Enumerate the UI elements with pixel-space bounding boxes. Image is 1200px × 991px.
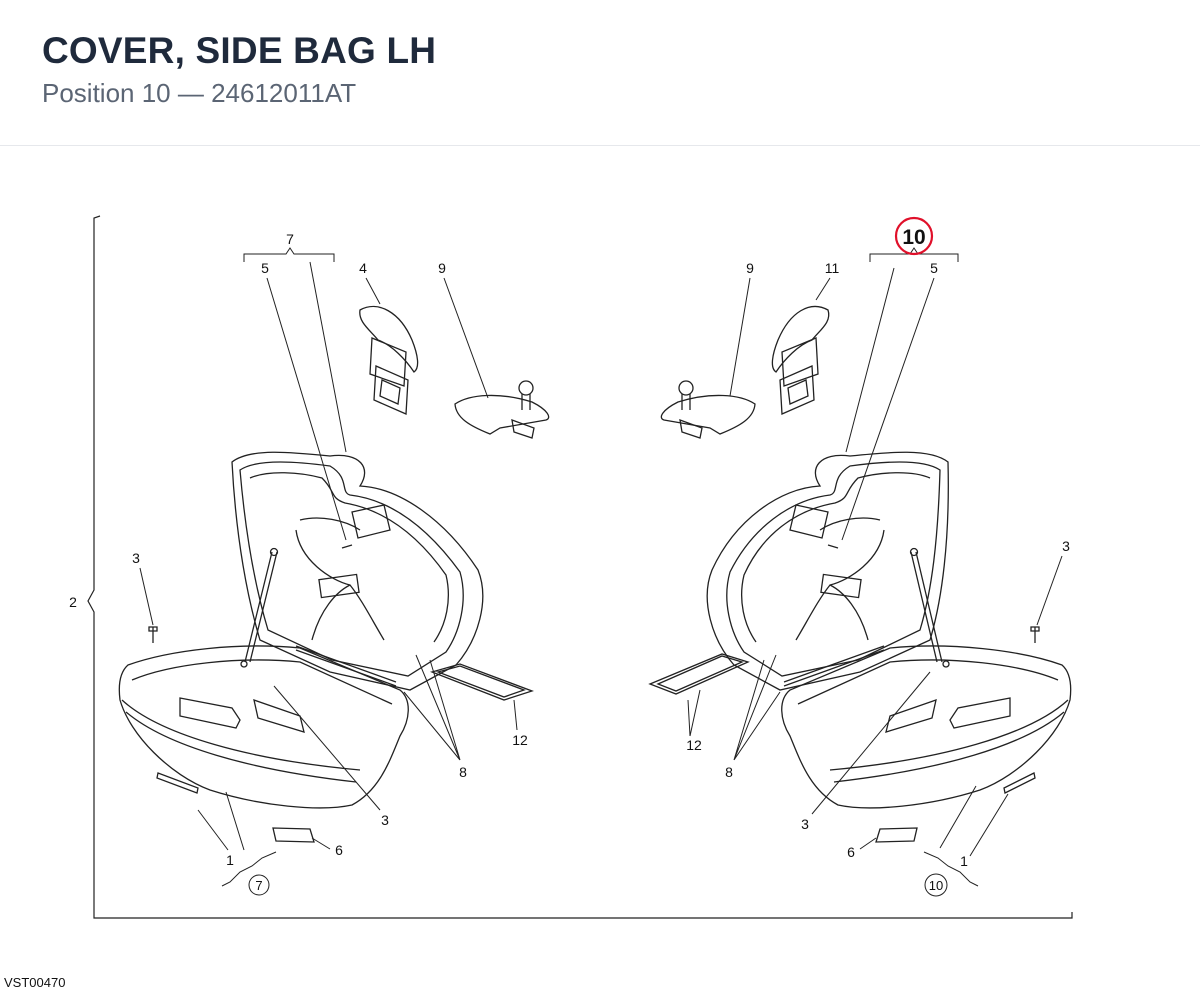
callout-right-5[interactable]: 5 xyxy=(930,260,938,276)
right-base-handle xyxy=(949,697,1011,729)
right-lid-latch-plate xyxy=(820,573,862,599)
callout-right-8[interactable]: 8 xyxy=(725,764,733,780)
left-group7-bracket xyxy=(243,247,335,262)
left-strut-a xyxy=(244,551,278,663)
right-base-pivot xyxy=(942,660,950,668)
callout-2[interactable]: 2 xyxy=(69,594,77,610)
page-header: COVER, SIDE BAG LH Position 10 — 2461201… xyxy=(0,0,1200,146)
callout-right-11[interactable]: 11 xyxy=(825,260,840,276)
right-screw xyxy=(1030,626,1040,643)
right-strut-a xyxy=(910,551,943,663)
right-lid-screw xyxy=(827,544,839,549)
left-lid-gasket xyxy=(249,472,449,643)
left-callouts: 7 5 4 9 3 3 8 12 1 6 xyxy=(132,231,528,868)
right-lid-gasket xyxy=(741,472,931,643)
callout-left-3-inner[interactable]: 3 xyxy=(381,812,389,828)
left-lid-box xyxy=(351,504,391,539)
callout-left-6[interactable]: 6 xyxy=(335,842,343,858)
left-strut-pivot xyxy=(269,547,279,557)
right-base-pad xyxy=(885,699,937,733)
callout-left-5[interactable]: 5 xyxy=(261,260,269,276)
right-base-belt xyxy=(829,699,1069,783)
left-base-outline xyxy=(118,645,409,809)
callout-left-7-circle[interactable] xyxy=(248,874,270,896)
right-callouts: 9 11 5 3 3 8 12 1 6 xyxy=(686,260,1070,869)
right-lid-box xyxy=(789,504,829,539)
left-plate-6 xyxy=(272,827,315,843)
right-lid-outline xyxy=(706,451,949,691)
callout-right-1[interactable]: 1 xyxy=(960,853,968,869)
callout-left-9[interactable]: 9 xyxy=(438,260,446,276)
callout-left-12[interactable]: 12 xyxy=(512,732,528,748)
left-decal xyxy=(156,772,199,794)
right-side-bag xyxy=(648,305,1072,843)
left-base-pivot xyxy=(240,660,248,668)
left-latch-4 xyxy=(359,305,419,373)
right-latch-11 xyxy=(771,305,830,373)
left-base-rim xyxy=(131,659,393,705)
left-lid-screw xyxy=(341,544,353,549)
right-base-rim xyxy=(797,659,1059,705)
right-strip-12 xyxy=(648,653,750,695)
left-screw xyxy=(148,626,158,643)
callout-left-1[interactable]: 1 xyxy=(226,852,234,868)
page-subtitle: Position 10 — 24612011AT xyxy=(42,78,357,108)
left-side-bag xyxy=(118,305,550,843)
callout-left-3-side[interactable]: 3 xyxy=(132,550,140,566)
right-lid-frame xyxy=(795,517,885,641)
left-lid-latch-plate xyxy=(318,573,360,599)
callout-left-7[interactable]: 7 xyxy=(286,231,294,247)
left-lid-outline xyxy=(231,451,484,691)
callout-right-12[interactable]: 12 xyxy=(686,737,702,753)
right-group10-bracket xyxy=(869,247,959,262)
callout-left-8[interactable]: 8 xyxy=(459,764,467,780)
left-strip-12 xyxy=(429,663,534,701)
callout-right-3-side[interactable]: 3 xyxy=(1062,538,1070,554)
right-lid-rim xyxy=(726,461,941,677)
right-lock-9 xyxy=(660,394,756,435)
left-base-belt xyxy=(121,699,361,783)
left-group7-lower-bracket xyxy=(221,851,277,887)
right-base-outline xyxy=(781,645,1072,809)
left-lock-9 xyxy=(454,394,550,435)
highlight-circle[interactable] xyxy=(894,216,934,256)
left-base-handle xyxy=(179,697,241,729)
highlight-number[interactable]: 10 xyxy=(902,226,925,249)
right-strut-pivot xyxy=(909,547,919,557)
page-title: COVER, SIDE BAG LH xyxy=(42,30,437,71)
callout-right-9[interactable]: 9 xyxy=(746,260,754,276)
callout-left-7-circled[interactable]: 7 xyxy=(255,878,262,893)
right-decal xyxy=(1003,772,1036,794)
left-base-pad xyxy=(253,699,305,733)
callout-left-4[interactable]: 4 xyxy=(359,260,367,276)
callout-right-6[interactable]: 6 xyxy=(847,844,855,860)
right-group10-lower-bracket xyxy=(923,851,979,887)
callout-right-3-inner[interactable]: 3 xyxy=(801,816,809,832)
right-cable xyxy=(783,645,885,687)
right-plate-6 xyxy=(875,827,918,843)
diagram-code: VST00470 xyxy=(4,975,66,990)
callout-right-10-circled[interactable]: 10 xyxy=(929,878,943,893)
callout-right-10-circle[interactable] xyxy=(924,873,948,897)
left-lid-frame xyxy=(295,517,385,641)
assembly-bracket xyxy=(87,215,1073,919)
